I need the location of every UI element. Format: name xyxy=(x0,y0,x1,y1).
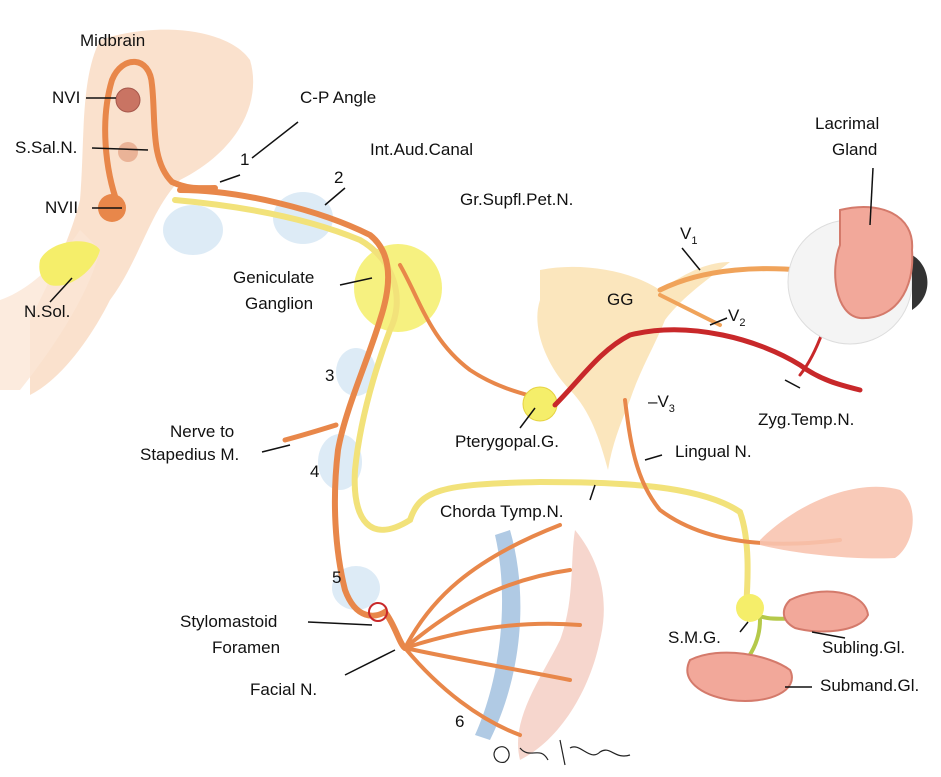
tongue-shape xyxy=(760,487,913,559)
ganglion-label: Ganglion xyxy=(245,294,313,314)
segment-number-3: 3 xyxy=(325,366,334,386)
stapedius-label: Stapedius M. xyxy=(140,445,239,465)
zyg-temp-label: Zyg.Temp.N. xyxy=(758,410,854,430)
lingual-label: Lingual N. xyxy=(675,442,752,462)
nvi-nucleus xyxy=(116,88,140,112)
subling-gland-shape xyxy=(784,592,868,632)
segment-number-4: 4 xyxy=(310,462,319,482)
segment-number-1: 1 xyxy=(240,150,249,170)
ssaln-nucleus xyxy=(118,142,138,162)
chorda-label: Chorda Tymp.N. xyxy=(440,502,563,522)
gg-label: GG xyxy=(607,290,633,310)
artist-signature xyxy=(494,740,630,765)
stylomastoid-label: Stylomastoid xyxy=(180,612,277,632)
ssaln-label: S.Sal.N. xyxy=(15,138,77,158)
nsol-label: N.Sol. xyxy=(24,302,70,322)
foramen-label: Foramen xyxy=(212,638,280,658)
nerve-to-label: Nerve to xyxy=(170,422,234,442)
lacrimal-label: Lacrimal xyxy=(815,114,879,134)
face-muscle-shape xyxy=(518,530,604,760)
v2-label: V2 xyxy=(728,306,745,328)
submand-label: Submand.Gl. xyxy=(820,676,919,696)
face-blue-band xyxy=(475,530,520,740)
nvi-label: NVI xyxy=(52,88,80,108)
nerve-to-stapedius-path xyxy=(285,425,336,440)
segment-number-5: 5 xyxy=(332,568,341,588)
v3-label: –V3 xyxy=(648,392,675,414)
v1-label: V1 xyxy=(680,224,697,246)
eye-iris xyxy=(912,255,927,310)
nvii-label: NVII xyxy=(45,198,78,218)
midbrain-label: Midbrain xyxy=(80,31,145,51)
trigeminal-ganglion-shape xyxy=(537,262,730,470)
gr-supfl-pet-label: Gr.Supfl.Pet.N. xyxy=(460,190,573,210)
cp-angle-label: C-P Angle xyxy=(300,88,376,108)
pterygopal-ganglion-shape xyxy=(523,387,557,421)
subling-label: Subling.Gl. xyxy=(822,638,905,658)
segment-marker-1 xyxy=(163,205,223,255)
int-aud-canal-label: Int.Aud.Canal xyxy=(370,140,473,160)
segment-number-2: 2 xyxy=(334,168,343,188)
gland-label: Gland xyxy=(832,140,877,160)
segment-number-6: 6 xyxy=(455,712,464,732)
facial-nerve-label: Facial N. xyxy=(250,680,317,700)
submand-gland-shape xyxy=(687,653,792,701)
smg-ganglion-shape xyxy=(736,594,764,622)
pterygopal-label: Pterygopal.G. xyxy=(455,432,559,452)
geniculate-label: Geniculate xyxy=(233,268,314,288)
smg-label: S.M.G. xyxy=(668,628,721,648)
